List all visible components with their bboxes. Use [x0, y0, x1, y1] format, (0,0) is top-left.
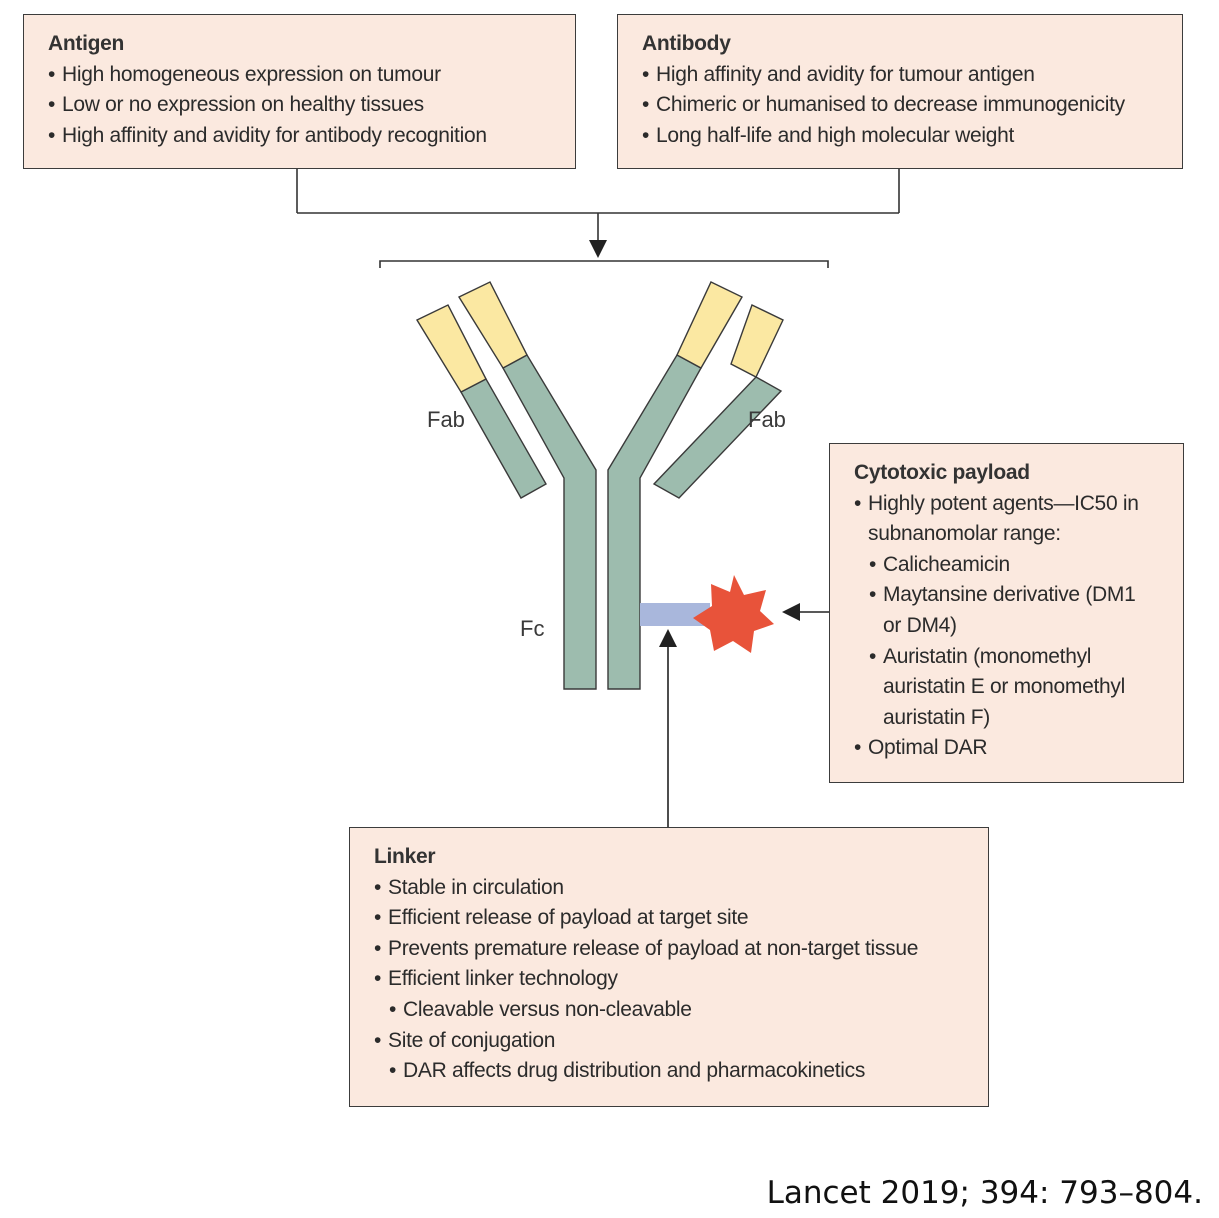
list-item: Prevents premature release of payload at… [374, 934, 964, 965]
right-light-chain [652, 376, 783, 499]
list-item: Maytansine derivative (DM1 or DM4) [869, 580, 1159, 641]
list-item: Stable in circulation [374, 873, 964, 904]
payload-title: Cytotoxic payload [854, 461, 1030, 484]
right-outer-variable-region [730, 304, 784, 378]
citation: Lancet 2019; 394: 793–804. [766, 1175, 1203, 1211]
left-outer-variable-region [416, 304, 487, 393]
left-heavy-chain [502, 354, 597, 690]
right-heavy-chain [607, 354, 702, 690]
linker-arrowhead [659, 629, 677, 647]
antigen-list: High homogeneous expression on tumour Lo… [48, 60, 551, 152]
top-connector [296, 169, 900, 244]
antigen-box: Antigen High homogeneous expression on t… [23, 14, 576, 169]
fab-right-label: Fab [748, 407, 786, 432]
linker-bar [640, 603, 710, 626]
list-item: Calicheamicin [869, 550, 1159, 581]
list-item: Long half-life and high molecular weight [642, 121, 1158, 152]
list-item: Chimeric or humanised to decrease immuno… [642, 90, 1158, 121]
payload-star [693, 575, 774, 653]
list-item: High affinity and avidity for antibody r… [48, 121, 551, 152]
list-item: Site of conjugation [374, 1026, 964, 1057]
list-item: Cleavable versus non-cleavable [389, 995, 964, 1026]
antibody-list: High affinity and avidity for tumour ant… [642, 60, 1158, 152]
antibody-title: Antibody [642, 32, 731, 55]
antibody-structure [416, 281, 784, 690]
linker-list: Stable in circulation Efficient release … [374, 873, 964, 1087]
antigen-title: Antigen [48, 32, 125, 55]
linker-box: Linker Stable in circulation Efficient r… [349, 827, 989, 1107]
list-item: Efficient linker technology [374, 964, 964, 995]
payload-list: Highly potent agents—IC50 in subnanomola… [854, 489, 1159, 764]
left-inner-variable-region [457, 281, 528, 369]
list-item: Low or no expression on healthy tissues [48, 90, 551, 121]
list-item: High affinity and avidity for tumour ant… [642, 60, 1158, 91]
list-item: Auristatin (monomethyl auristatin E or m… [869, 642, 1159, 734]
list-item: Optimal DAR [854, 733, 1159, 764]
list-item: High homogeneous expression on tumour [48, 60, 551, 91]
cytotoxic-payload-box: Cytotoxic payload Highly potent agents—I… [829, 443, 1184, 783]
antibody-bracket [379, 260, 829, 268]
fc-label: Fc [520, 616, 545, 641]
antibody-box: Antibody High affinity and avidity for t… [617, 14, 1183, 169]
list-item: Efficient release of payload at target s… [374, 903, 964, 934]
right-inner-variable-region [676, 281, 743, 369]
payload-arrowhead [782, 603, 800, 621]
linker-title: Linker [374, 845, 436, 868]
list-item: Highly potent agents—IC50 in subnanomola… [854, 489, 1159, 550]
list-item: DAR affects drug distribution and pharma… [389, 1056, 964, 1087]
down-arrowhead [589, 240, 607, 258]
fab-left-label: Fab [427, 407, 465, 432]
